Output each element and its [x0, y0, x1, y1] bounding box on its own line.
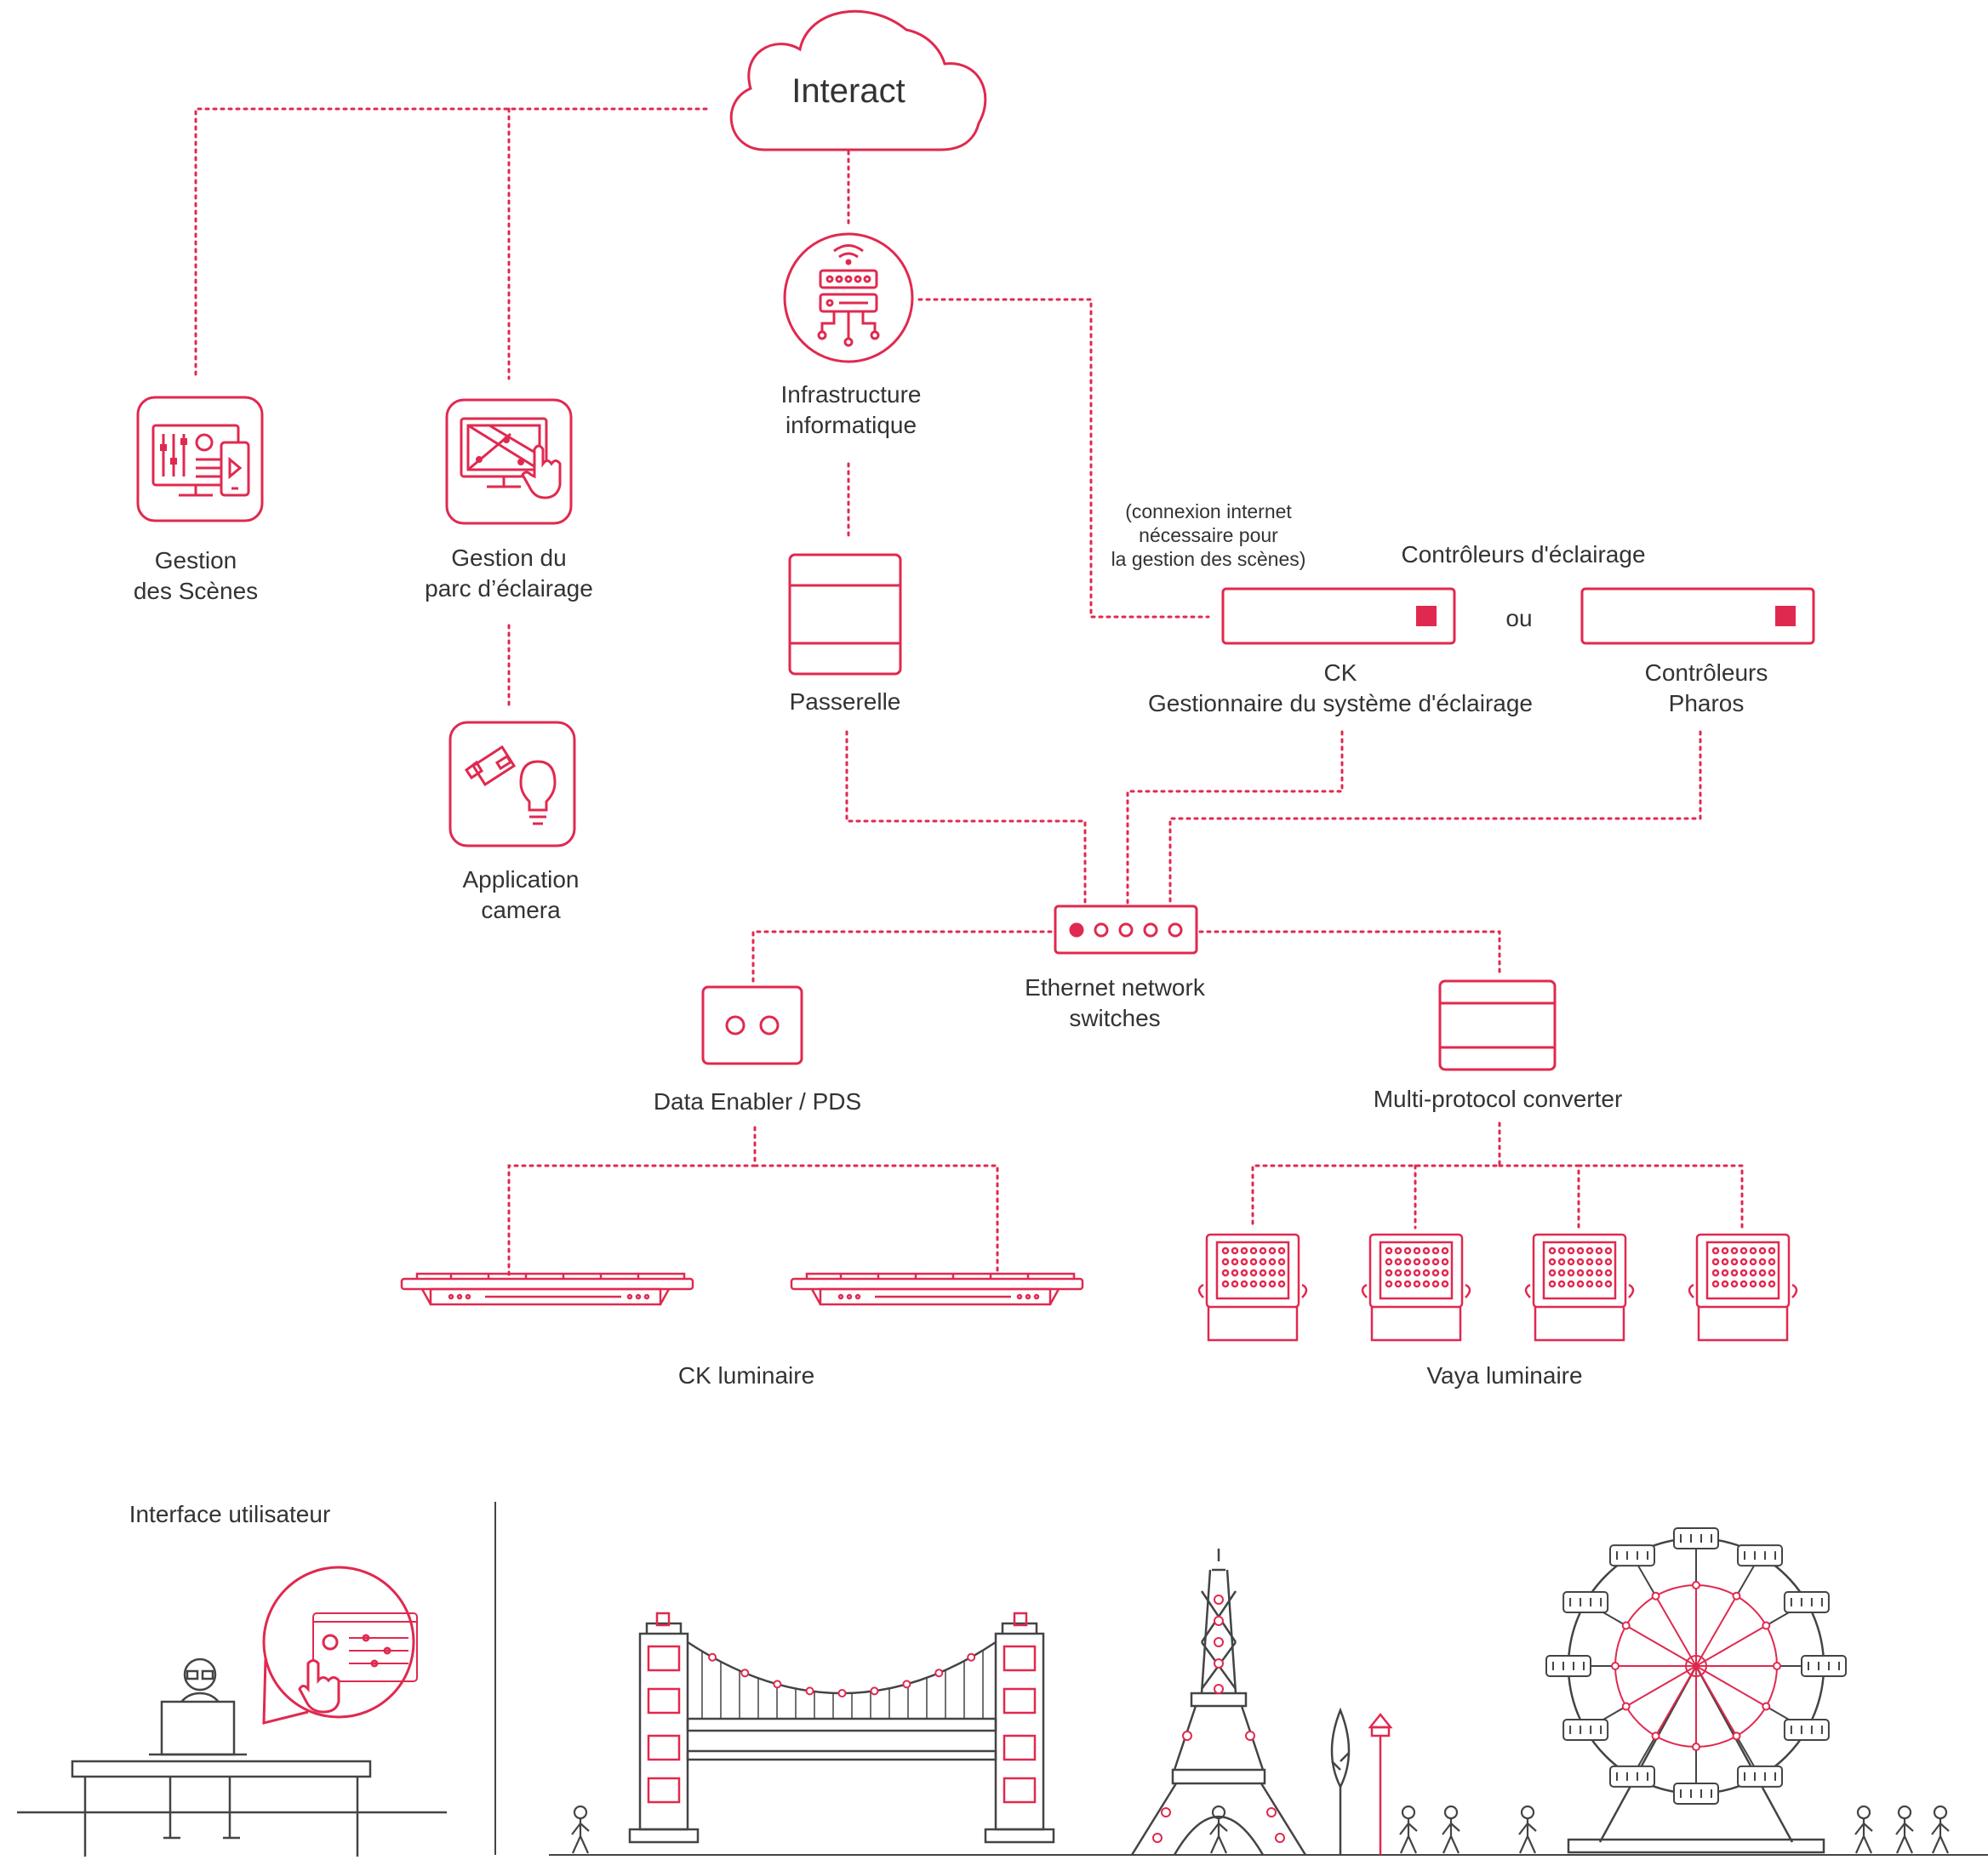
- ferris-cabin-icon: [1737, 1544, 1783, 1567]
- pedestrian-icon: [1518, 1805, 1537, 1854]
- ferris-cabin-icon: [1562, 1719, 1609, 1741]
- ferris-cabin-icon: [1673, 1783, 1719, 1805]
- pedestrian-icon: [1895, 1805, 1914, 1854]
- ck-luminaire-icon: [400, 1272, 694, 1306]
- map-monitor-touch-icon: [445, 398, 573, 525]
- ferris-cabin-icon: [1801, 1655, 1847, 1677]
- cloud-icon: [729, 9, 987, 151]
- ferris-cabin-icon: [1609, 1544, 1655, 1567]
- camera-bulb-icon: [448, 721, 576, 847]
- data-enabler-icon: [701, 985, 803, 1065]
- note-line3: la gestion des scènes): [1111, 548, 1306, 570]
- converter-icon: [1438, 979, 1557, 1071]
- ferris-cabin-icon: [1737, 1765, 1783, 1788]
- pedestrian-icon: [1931, 1805, 1950, 1854]
- ui-label: Interface utilisateur: [129, 1501, 331, 1527]
- converter-label: Multi-protocol converter: [1373, 1086, 1623, 1112]
- internet-note: (connexion internet nécessaire pour la g…: [1089, 499, 1328, 571]
- ferris-wheel-cabins: [1545, 1527, 1847, 1805]
- infra-label-line2: informatique: [785, 412, 917, 438]
- ck-luminaire-icon: [790, 1272, 1084, 1306]
- scenes-label-line1: Gestion: [154, 547, 237, 573]
- parc-label-line1: Gestion du: [451, 545, 567, 571]
- ferris-cabin-icon: [1783, 1719, 1830, 1741]
- ferris-cabin-icon: [1783, 1591, 1830, 1613]
- pedestrian-icon: [1442, 1805, 1460, 1854]
- desk-user-illustration: [17, 1657, 447, 1857]
- camera-label-line2: camera: [481, 897, 561, 923]
- camera-label: Application camera: [436, 864, 606, 926]
- passerelle-label: Passerelle: [789, 688, 901, 715]
- scenes-label-line2: des Scènes: [133, 578, 259, 604]
- bridge-illustration: [628, 1622, 1055, 1844]
- ferris-cabin-icon: [1609, 1765, 1655, 1788]
- lamp-post-icon: [1368, 1712, 1393, 1855]
- pedestrian-icon: [1854, 1805, 1873, 1854]
- ck-controller-label: CK Gestionnaire du système d'éclairage: [1106, 658, 1574, 719]
- note-line1: (connexion internet: [1125, 500, 1292, 522]
- bridge-cable-lights: [708, 1652, 976, 1697]
- data-enabler-label: Data Enabler / PDS: [653, 1088, 862, 1115]
- switch-label: Ethernet network switches: [987, 973, 1242, 1034]
- eiffel-lights: [1152, 1595, 1285, 1843]
- monitor-sliders-icon: [136, 396, 264, 522]
- parc-label-line2: parc d’éclairage: [425, 575, 593, 602]
- ferris-cabin-icon: [1562, 1591, 1609, 1613]
- vaya-luminaire-icon: [1688, 1233, 1798, 1342]
- pedestrians: [571, 1805, 1950, 1854]
- ferris-cabin-icon: [1545, 1655, 1591, 1677]
- ferris-cabin-icon: [1673, 1527, 1719, 1549]
- switch-label-line2: switches: [1069, 1005, 1161, 1031]
- ck-label-line2: Gestionnaire du système d'éclairage: [1147, 690, 1534, 716]
- gateway-icon: [788, 553, 902, 676]
- switch-label-line1: Ethernet network: [1025, 974, 1205, 1001]
- touch-interface-icon: [262, 1566, 418, 1725]
- vaya-luminaire-label: Vaya luminaire: [1426, 1362, 1583, 1389]
- or-label: ou: [1505, 605, 1533, 631]
- ck-label-line1: CK: [1323, 659, 1357, 686]
- vaya-luminaire-icon: [1524, 1233, 1635, 1342]
- bridge-lights: [647, 1612, 1037, 1804]
- vaya-luminaire-group: [1197, 1233, 1798, 1342]
- pedestrian-icon: [571, 1805, 590, 1854]
- pharos-controller-icon: [1580, 587, 1815, 645]
- pedestrian-icon: [1399, 1805, 1418, 1854]
- cloud-label: Interact: [791, 72, 905, 110]
- infra-label-line1: Infrastructure: [780, 381, 922, 408]
- note-line2: nécessaire pour: [1139, 524, 1278, 546]
- scenes-label: Gestion des Scènes: [111, 545, 281, 607]
- controllers-title: Contrôleurs d'éclairage: [1401, 541, 1646, 568]
- ethernet-switch-icon: [1054, 904, 1198, 955]
- tree-illustration: [1330, 1707, 1351, 1855]
- ck-controller-icon: [1221, 587, 1456, 645]
- parc-label: Gestion du parc d’éclairage: [403, 543, 615, 604]
- server-network-icon: [783, 232, 914, 363]
- infra-label: Infrastructure informatique: [749, 379, 953, 441]
- vaya-luminaire-icon: [1361, 1233, 1471, 1342]
- pharos-label-line2: Pharos: [1668, 690, 1745, 716]
- pedestrian-icon: [1209, 1805, 1228, 1854]
- ck-luminaire-label: CK luminaire: [677, 1362, 815, 1389]
- pharos-label-line1: Contrôleurs: [1644, 659, 1768, 686]
- connectors: [194, 107, 1744, 1276]
- vaya-luminaire-icon: [1197, 1233, 1308, 1342]
- pharos-label: Contrôleurs Pharos: [1600, 658, 1813, 719]
- camera-label-line1: Application: [462, 866, 580, 893]
